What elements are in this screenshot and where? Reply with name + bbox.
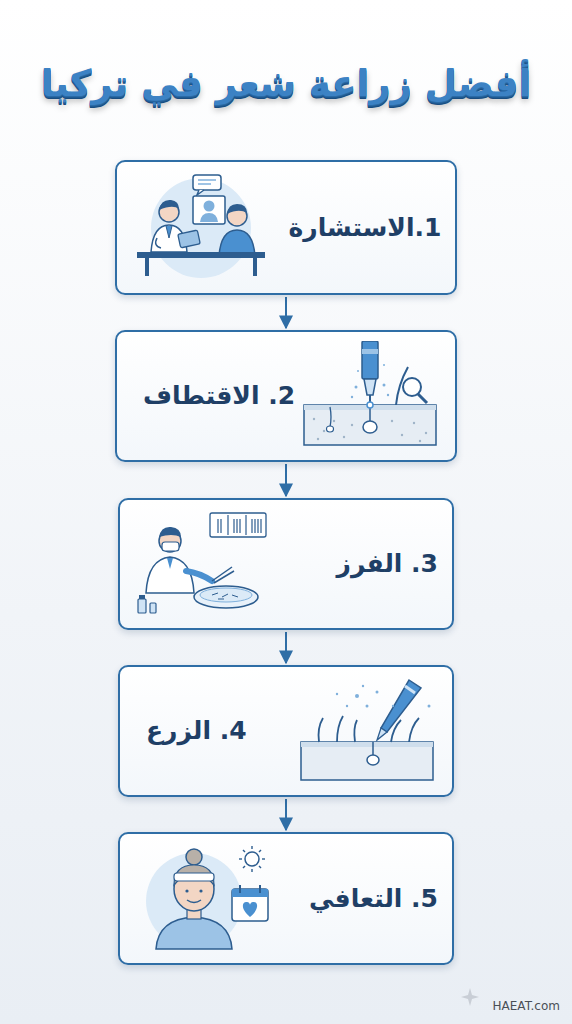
watermark-text: HAEAT.com [493,999,560,1013]
title-heading: أفضل زراعة شعر في تركيا [0,62,572,105]
process-box: 5. التعافي [118,832,454,965]
illustration-figure [146,846,268,949]
illustration-figure [137,175,265,278]
step-label: 4. الزرع [146,716,247,745]
illustration-figure [301,680,433,780]
step-illustration [134,509,274,619]
process-box: 3. الفرز [118,498,454,630]
flow-arrow [285,632,287,663]
step-label: 5. التعافي [309,884,438,913]
step-illustration [297,676,437,786]
flow-arrow [285,297,287,328]
step-label: 3. الفرز [336,549,438,578]
step-label: 1.الاستشارة [289,213,442,242]
process-box: 2. الاقتطاف [115,330,457,462]
process-box: 1.الاستشارة [115,160,458,295]
illustration-figure [304,341,436,445]
step-illustration [131,172,271,282]
step-illustration [134,843,274,953]
step-label: 2. الاقتطاف [143,381,295,410]
illustration-figure [138,513,266,613]
flow-arrow [285,464,287,496]
sparkle-mark [461,988,479,1006]
process-box: 4. الزرع [118,665,454,797]
step-illustration [300,341,440,451]
flow-arrow [285,799,287,830]
